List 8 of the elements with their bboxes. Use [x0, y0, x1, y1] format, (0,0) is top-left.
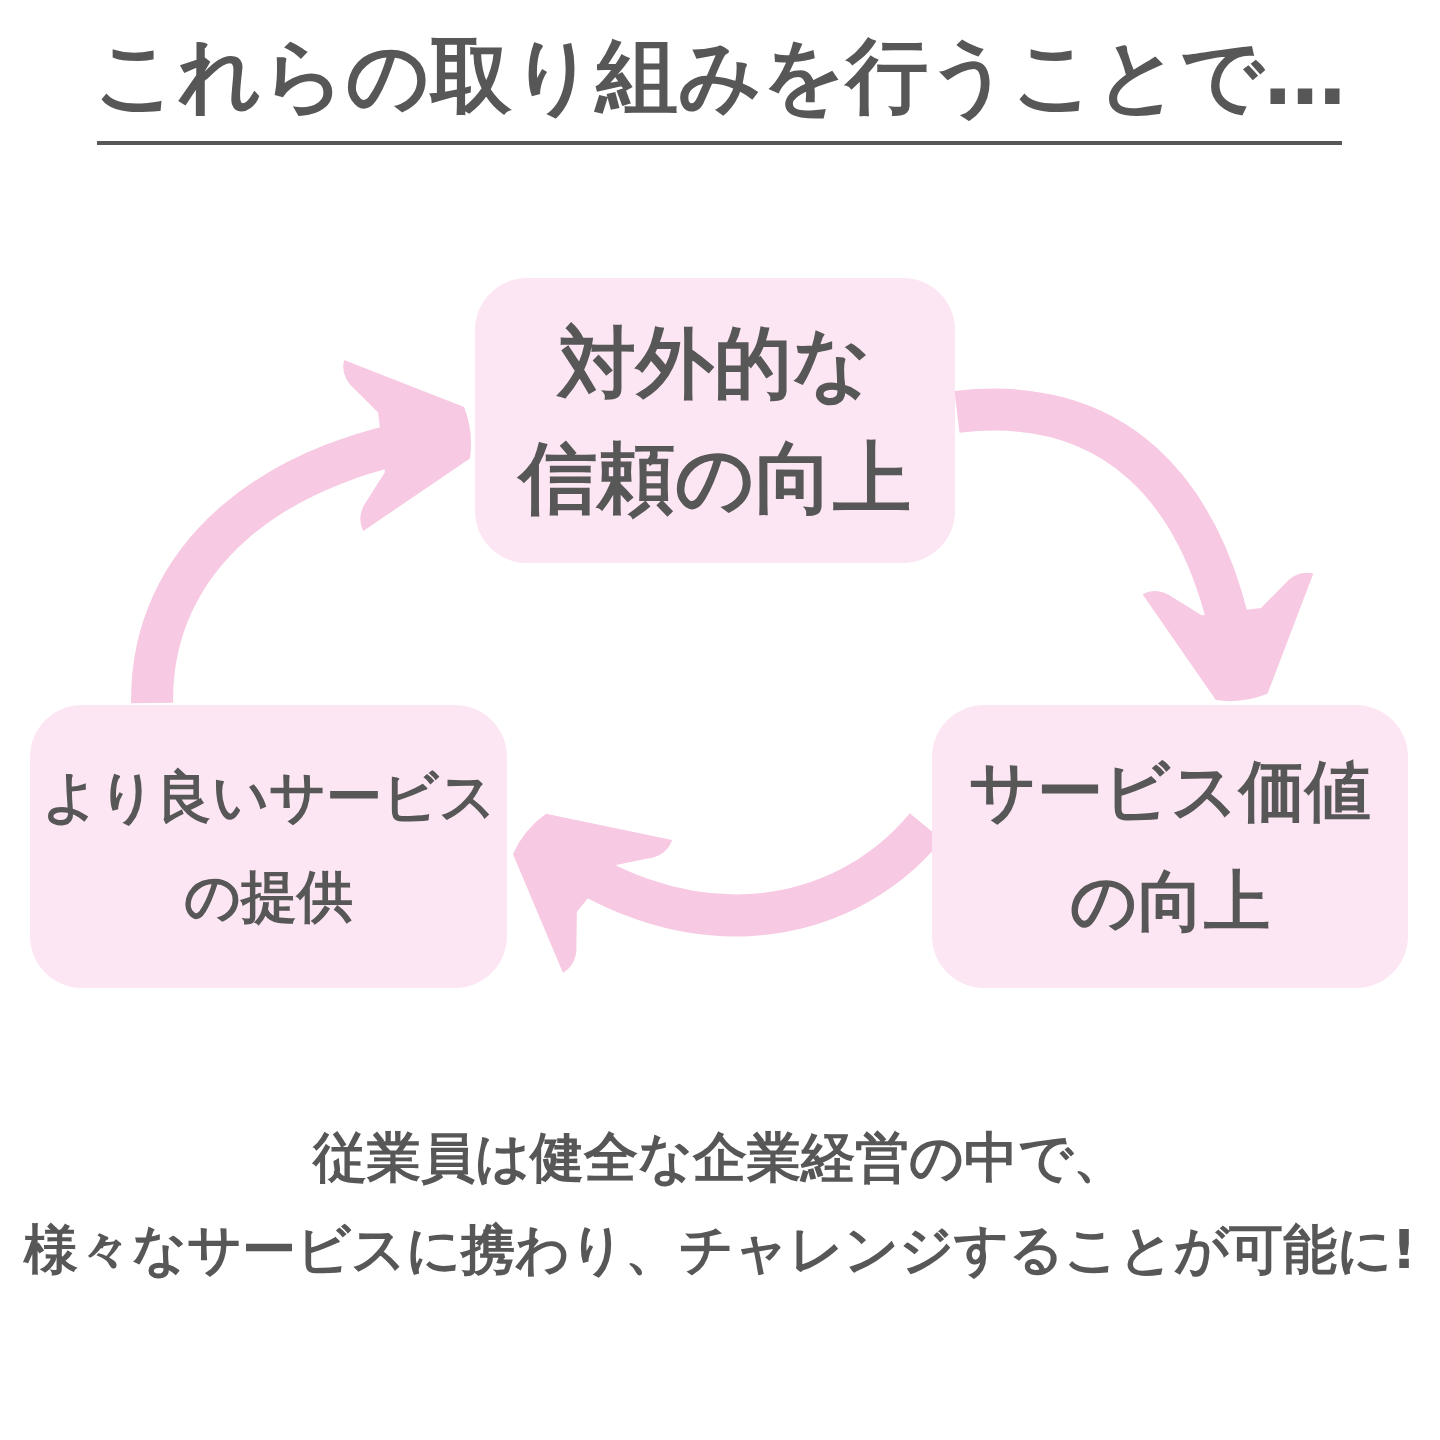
- node-label: サービス価値の向上: [969, 751, 1371, 942]
- process-box: [932, 705, 1408, 988]
- process-box: [30, 705, 507, 988]
- title-heading: これらの取り組みを行うことで…: [94, 27, 1346, 125]
- node-label: 対外的な信頼の向上: [519, 316, 911, 525]
- caption-text: 従業員は健全な企業経営の中で、様々なサービスに携わり、チャレンジすることが可能に!: [23, 1125, 1417, 1283]
- process-box: [475, 278, 955, 563]
- node-label: より良いサービスの提供: [41, 762, 496, 931]
